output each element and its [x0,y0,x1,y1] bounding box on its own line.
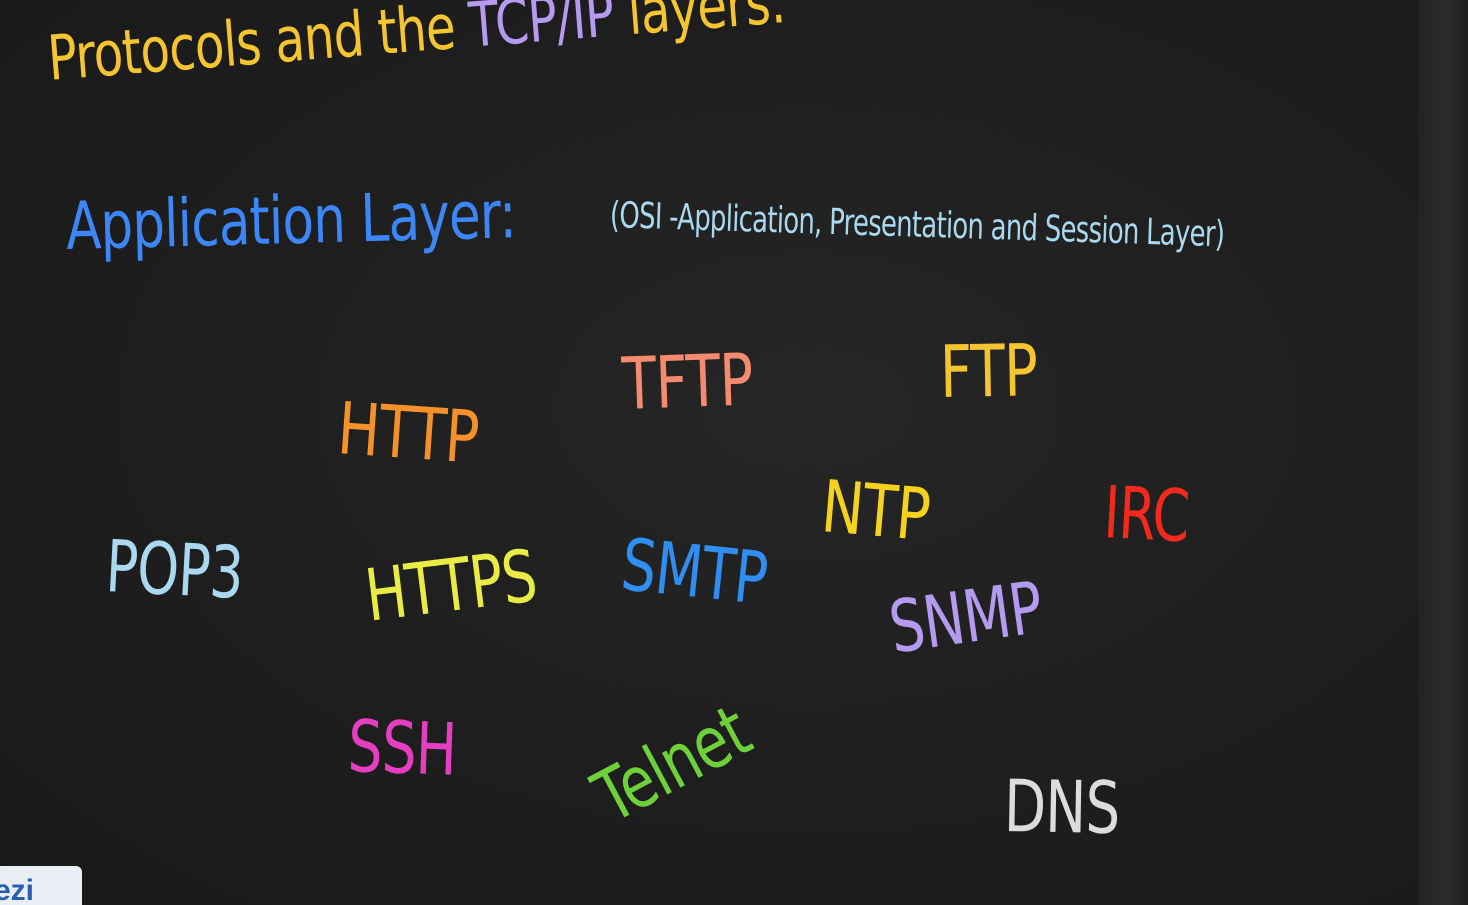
protocol-ntp: NTP [818,464,934,558]
protocol-telnet: Telnet [580,688,764,840]
osi-layers-note: (OSI -Application, Presentation and Sess… [609,195,1225,256]
corner-tab-button[interactable]: ezi [0,866,82,905]
protocol-dns: DNS [1003,764,1121,851]
corner-tab-label: ezi [0,874,35,905]
title-part-tcpip: TCP/IP [466,0,617,62]
protocol-snmp: SNMP [884,565,1048,670]
protocol-irc: IRC [1101,470,1192,559]
protocol-https: HTTPS [360,533,541,638]
protocol-ftp: FTP [939,328,1038,414]
protocol-tftp: TFTP [620,337,755,426]
protocol-pop3: POP3 [103,524,246,616]
title-part-protocols: Protocols and the [45,0,473,95]
slide-title: Protocols and the TCP/IP layers: [45,0,788,95]
title-part-layers: layers: [610,0,788,51]
protocol-smtp: SMTP [617,522,771,621]
slide-right-edge [1418,0,1468,905]
application-layer-heading: Application Layer: [64,176,517,265]
protocol-http: HTTP [335,386,482,480]
protocol-ssh: SSH [346,704,458,792]
